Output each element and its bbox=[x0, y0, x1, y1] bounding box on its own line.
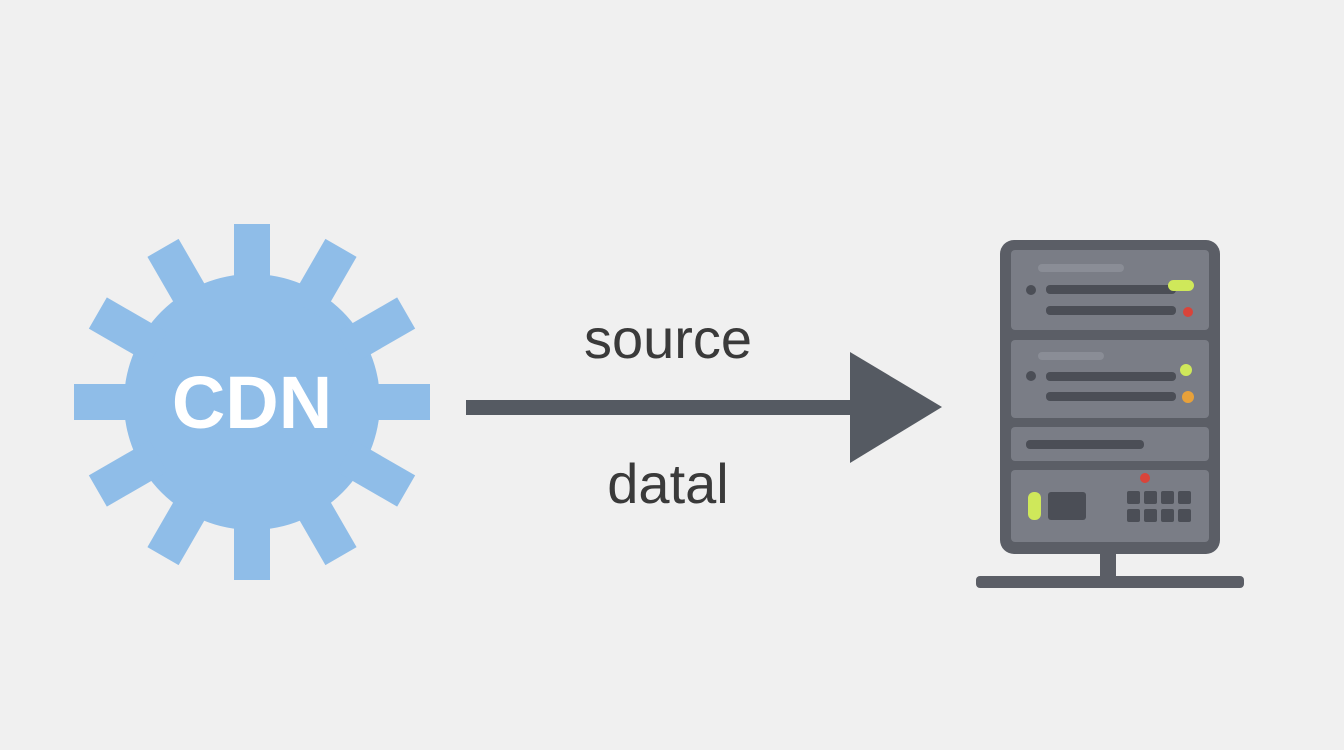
status-led-red bbox=[1140, 473, 1150, 483]
server-unit-1 bbox=[1011, 250, 1209, 330]
arrow-label-bottom: datal bbox=[607, 452, 728, 515]
cdn-label: CDN bbox=[172, 361, 332, 444]
server-unit-3 bbox=[1011, 427, 1209, 461]
server-display bbox=[1048, 492, 1086, 520]
server-rack-icon bbox=[976, 240, 1244, 588]
arrow-head bbox=[850, 352, 942, 463]
status-led-red bbox=[1183, 307, 1193, 317]
status-led-orange bbox=[1182, 391, 1194, 403]
cdn-node: CDN bbox=[74, 224, 430, 580]
server-keypad bbox=[1127, 491, 1191, 522]
status-led-green bbox=[1180, 364, 1192, 376]
server-unit-2 bbox=[1011, 340, 1209, 418]
server-stand-base bbox=[976, 576, 1244, 588]
gear-icon bbox=[74, 224, 430, 580]
server-stand-post bbox=[1100, 554, 1116, 578]
arrow-label-top: source bbox=[584, 307, 752, 370]
power-led bbox=[1028, 492, 1041, 520]
server-unit-4 bbox=[1011, 470, 1209, 542]
data-flow-arrow bbox=[466, 352, 942, 463]
status-led-green bbox=[1168, 280, 1194, 291]
arrow-shaft bbox=[466, 400, 882, 415]
